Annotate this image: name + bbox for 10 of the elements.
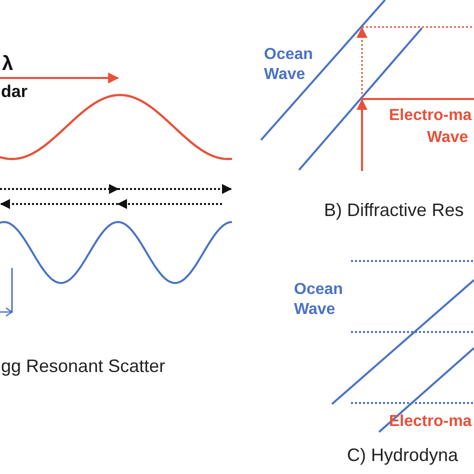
wave-label: Ocean Wave: [293, 280, 344, 320]
panel-title: B) Diffractive Res: [323, 201, 465, 219]
panel-title: gg Resonant Scatter: [0, 357, 166, 375]
wave-label: Electro-ma: [388, 108, 473, 124]
wave-label: Wave: [426, 130, 470, 146]
wave-label: Electro-ma: [388, 414, 473, 430]
wave-label: Ocean Wave: [263, 45, 314, 85]
wavelength-symbol: λ: [1, 54, 14, 74]
panel-title: C) Hydrodyna: [346, 446, 460, 464]
panel-label: dar: [0, 83, 28, 100]
